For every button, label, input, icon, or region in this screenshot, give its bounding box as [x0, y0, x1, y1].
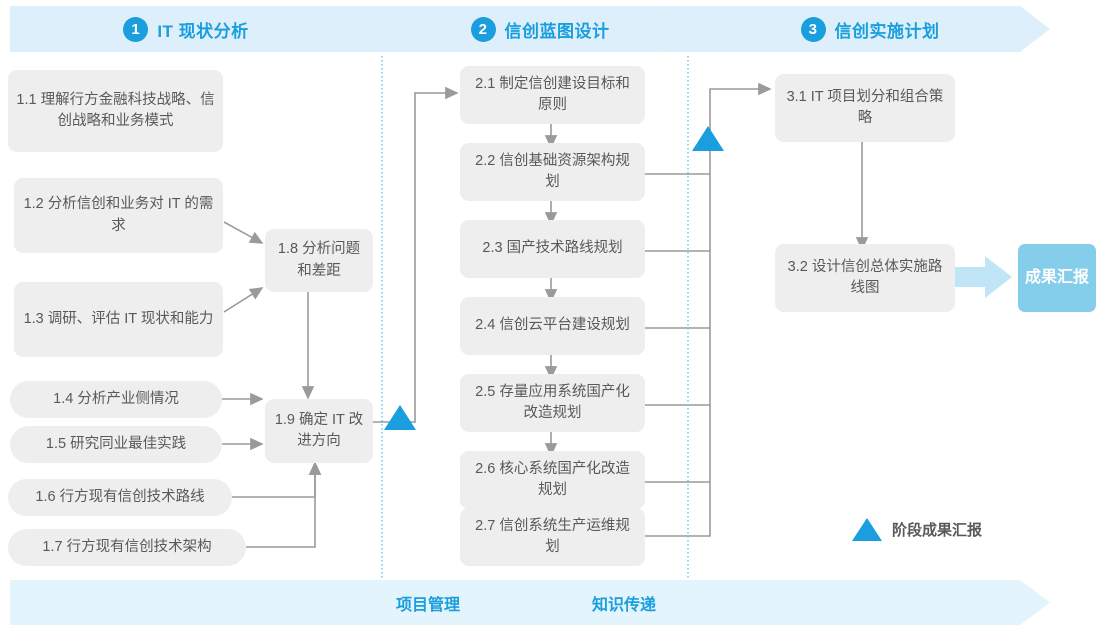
node-2-2-label: 2.2 信创基础资源架构规划 — [475, 152, 630, 190]
node-2-4-label: 2.4 信创云平台建设规划 — [475, 317, 630, 334]
phase-number-1: 1 — [123, 16, 149, 42]
phase-title-3-text: 信创实施计划 — [834, 21, 940, 41]
node-1-5[interactable]: 1.5 研究同业最佳实践 — [10, 426, 222, 463]
node-2-3-label: 2.3 国产技术路线规划 — [482, 240, 623, 257]
node-1-4-label: 1.4 分析产业侧情况 — [53, 390, 179, 407]
phase-title-2-text: 信创蓝图设计 — [504, 21, 610, 41]
node-2-4[interactable]: 2.4 信创云平台建设规划 — [460, 297, 645, 355]
node-1-2[interactable]: 1.2 分析信创和业务对 IT 的需求 — [14, 178, 223, 253]
node-1-1[interactable]: 1.1 理解行方金融科技战略、信创战略和业务模式 — [8, 70, 223, 152]
node-3-1[interactable]: 3.1 IT 项目划分和组合策略 — [775, 74, 955, 142]
node-1-3[interactable]: 1.3 调研、评估 IT 现状和能力 — [14, 282, 223, 357]
node-3-1-label: 3.1 IT 项目划分和组合策略 — [786, 88, 944, 126]
milestone-triangle-icon-phase1 — [384, 405, 416, 430]
node-3-2[interactable]: 3.2 设计信创总体实施路线图 — [775, 244, 955, 312]
phase-title-1: 1 IT 现状分析 — [10, 6, 362, 52]
phase-header-1 — [10, 6, 390, 52]
node-1-7[interactable]: 1.7 行方现有信创技术架构 — [8, 529, 246, 566]
node-2-2[interactable]: 2.2 信创基础资源架构规划 — [460, 143, 645, 201]
result-badge-label: 成果汇报 — [1024, 269, 1089, 287]
node-1-3-label: 1.3 调研、评估 IT 现状和能力 — [23, 310, 214, 327]
phase-title-2: 2 信创蓝图设计 — [390, 6, 690, 52]
node-3-2-label: 3.2 设计信创总体实施路线图 — [787, 258, 943, 296]
node-1-6-label: 1.6 行方现有信创技术路线 — [35, 488, 205, 505]
node-2-6[interactable]: 2.6 核心系统国产化改造规划 — [460, 451, 645, 509]
node-2-3[interactable]: 2.3 国产技术路线规划 — [460, 220, 645, 278]
phase-title-1-text: IT 现状分析 — [157, 21, 249, 41]
node-2-7-label: 2.7 信创系统生产运维规划 — [475, 517, 630, 555]
bottom-band — [10, 580, 1050, 625]
node-1-6[interactable]: 1.6 行方现有信创技术路线 — [8, 479, 232, 516]
node-1-8[interactable]: 1.8 分析问题和差距 — [265, 229, 373, 292]
milestone-triangle-icon-phase2 — [692, 126, 724, 151]
node-2-5[interactable]: 2.5 存量应用系统国产化改造规划 — [460, 374, 645, 432]
node-1-5-label: 1.5 研究同业最佳实践 — [45, 435, 187, 452]
phase-number-3: 3 — [800, 16, 826, 42]
node-1-9-label: 1.9 确定 IT 改进方向 — [274, 411, 364, 449]
node-1-2-label: 1.2 分析信创和业务对 IT 的需求 — [23, 196, 214, 234]
triangle-marker-icon — [852, 518, 882, 541]
node-1-4[interactable]: 1.4 分析产业侧情况 — [10, 381, 222, 418]
node-1-9[interactable]: 1.9 确定 IT 改进方向 — [265, 399, 373, 463]
band-label-2-text: 知识传递 — [592, 596, 657, 614]
band-label-knowledge-transfer: 知识传递 — [592, 580, 656, 625]
node-1-7-label: 1.7 行方现有信创技术架构 — [42, 538, 212, 555]
phase-number-2: 2 — [470, 16, 496, 42]
phase-title-3: 3 信创实施计划 — [690, 6, 1050, 52]
phase-header-3 — [660, 6, 1050, 52]
legend-label: 阶段成果汇报 — [892, 522, 983, 539]
result-badge[interactable]: 成果汇报 — [1018, 244, 1096, 312]
node-2-7[interactable]: 2.7 信创系统生产运维规划 — [460, 508, 645, 566]
node-1-8-label: 1.8 分析问题和差距 — [277, 241, 361, 279]
node-2-1[interactable]: 2.1 制定信创建设目标和原则 — [460, 66, 645, 124]
band-label-project-management: 项目管理 — [396, 580, 460, 625]
node-2-6-label: 2.6 核心系统国产化改造规划 — [475, 460, 630, 498]
node-2-1-label: 2.1 制定信创建设目标和原则 — [475, 75, 630, 113]
node-2-5-label: 2.5 存量应用系统国产化改造规划 — [475, 383, 630, 421]
node-1-1-label: 1.1 理解行方金融科技战略、信创战略和业务模式 — [16, 91, 215, 129]
band-label-1-text: 项目管理 — [396, 596, 461, 614]
legend: 阶段成果汇报 — [852, 518, 982, 541]
phase-header-2 — [360, 6, 690, 52]
